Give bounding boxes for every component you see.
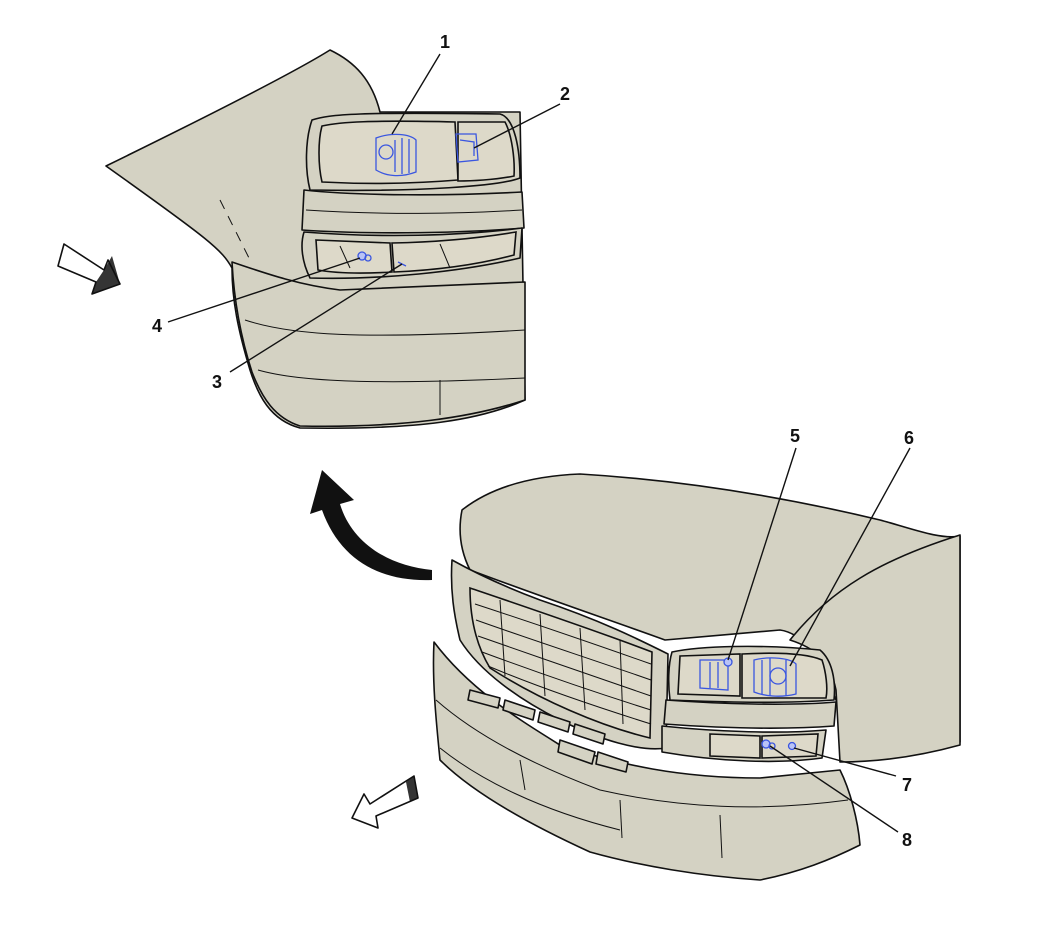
callout-6: 6 <box>904 428 914 448</box>
callout-4: 4 <box>152 316 162 336</box>
detail-view: 1 2 3 4 <box>57 32 570 430</box>
callout-5: 5 <box>790 426 800 446</box>
headlamp-bulb-1 <box>375 133 417 177</box>
callout-3: 3 <box>212 372 222 392</box>
direction-arrow-icon <box>57 243 121 295</box>
callout-1: 1 <box>440 32 450 52</box>
callout-8: 8 <box>902 830 912 850</box>
park-lamp-bulb-8 <box>761 739 776 750</box>
curved-arrow-icon <box>310 470 432 581</box>
bumper-corner <box>231 261 526 428</box>
callout-2: 2 <box>560 84 570 104</box>
grille-inner <box>469 586 653 740</box>
direction-arrow-icon <box>351 775 419 829</box>
grille-slats <box>474 599 652 725</box>
headlamp-bulb-2 <box>455 133 479 163</box>
vehicle-front-view: 5 6 7 8 <box>351 426 961 881</box>
grille-bar <box>301 189 525 234</box>
park-lamp-bulb-7 <box>787 741 797 751</box>
lower-grille <box>467 689 629 773</box>
headlamp-bulb-5 <box>699 657 733 691</box>
callout-7: 7 <box>902 775 912 795</box>
headlamp-bulb-6 <box>753 657 797 697</box>
